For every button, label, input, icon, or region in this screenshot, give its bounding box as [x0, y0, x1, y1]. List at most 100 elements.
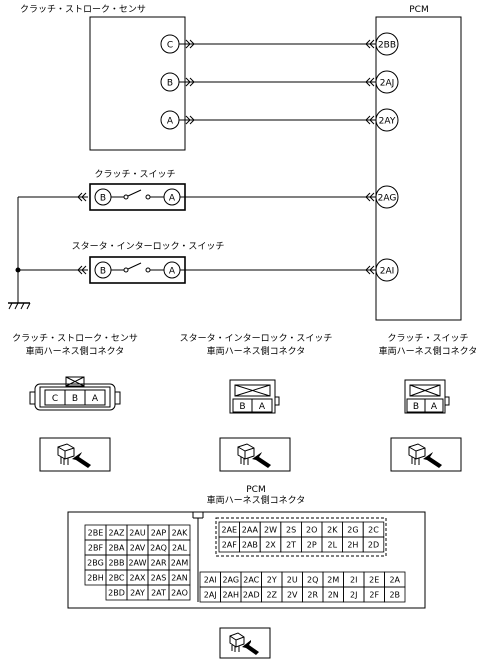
svg-text:A: A	[259, 402, 266, 412]
probe-view-icon	[39, 437, 111, 472]
pcm-terminal-label: 2AJ	[204, 591, 217, 600]
pcm-terminal-label: 2AR	[150, 559, 167, 568]
pcm-terminal-label: 2AK	[172, 529, 189, 538]
sensor-pin-c: C	[160, 34, 180, 54]
probe-view-icon	[219, 437, 291, 472]
svg-text:2BB: 2BB	[378, 41, 396, 51]
pcm-connector-label-1: PCM	[246, 485, 265, 495]
pcm-box	[375, 16, 462, 321]
pcm-terminal-label: 2AH	[222, 591, 239, 600]
pcm-terminal-label: 2AA	[242, 526, 259, 535]
pcm-terminal-label: 2J	[350, 591, 357, 600]
pcm-terminal-label: 2AX	[129, 574, 146, 583]
pcm-terminal-cell	[362, 536, 385, 553]
pcm-terminal-label: 2BB	[108, 559, 124, 568]
sensor-connector-face: C B A	[29, 376, 121, 411]
pcm-terminal-label: 2G	[347, 526, 358, 535]
pcm-terminal-label: 2X	[265, 541, 276, 550]
wire-clutch-switch	[180, 192, 376, 202]
pcm-terminal-label: 2AI	[204, 576, 217, 585]
pcm-terminal-label: 2D	[368, 541, 379, 550]
pcm-terminal-label: 2W	[264, 526, 277, 535]
pcm-terminal-label: 2BA	[108, 544, 125, 553]
pcm-terminal-label: 2AO	[171, 589, 188, 598]
clutch-switch-title: クラッチ・スイッチ	[94, 169, 175, 180]
pcm-terminal-label: 2Z	[266, 591, 277, 600]
pcm-terminal-label: 2T	[286, 541, 296, 550]
probe-view-icon	[390, 437, 462, 472]
sensor-pin-a: A	[160, 110, 180, 130]
sensor-title: クラッチ・ストローク・センサ	[20, 4, 146, 15]
pcm-terminal-label: 2M	[327, 576, 339, 585]
pcm-terminal-label: 2AQ	[150, 544, 167, 553]
pcm-connector-label-2: 車両ハーネス側コネクタ	[207, 494, 306, 506]
wire-sensor-a	[179, 115, 376, 125]
pcm-terminal-cell	[168, 584, 191, 601]
svg-text:2AY: 2AY	[379, 117, 396, 127]
pcm-pin-2ai: 2AI	[375, 258, 399, 282]
pcm-terminal-label: 2S	[286, 526, 296, 535]
svg-text:A: A	[92, 394, 99, 404]
starter-switch-title: スタータ・インターロック・スイッチ	[72, 241, 225, 252]
pcm-terminal-label: 2E	[369, 576, 379, 585]
pcm-terminal-label: 2AW	[128, 559, 146, 568]
pcm-terminal-label: 2V	[287, 591, 298, 600]
connector-2-label-1: スタータ・インターロック・スイッチ	[180, 333, 333, 344]
pcm-pin-2ag: 2AG	[375, 185, 399, 209]
pcm-terminal-label: 2B	[389, 591, 400, 600]
pcm-terminal-label: 2F	[369, 591, 379, 600]
pcm-terminal-label: 2AS	[151, 574, 167, 583]
svg-text:2AJ: 2AJ	[380, 79, 395, 89]
connector-3-label-2: 車両ハーネス側コネクタ	[379, 345, 478, 357]
pcm-terminal-label: 2N	[328, 591, 339, 600]
pcm-terminal-label: 2BD	[108, 589, 125, 598]
pcm-terminal-label: 2P	[307, 541, 317, 550]
pcm-pin-2aj: 2AJ	[375, 70, 399, 94]
connector-1-label-2: 車両ハーネス側コネクタ	[26, 345, 125, 357]
pcm-terminal-label: 2AL	[172, 544, 188, 553]
pcm-terminal-label: 2AF	[222, 541, 238, 550]
svg-text:C: C	[52, 394, 58, 404]
pcm-terminal-label: 2R	[307, 591, 318, 600]
pcm-terminal-label: 2I	[350, 576, 357, 585]
pcm-terminal-label: 2AG	[222, 576, 239, 585]
pcm-terminal-label: 2Y	[267, 576, 277, 585]
pcm-terminal-label: 2BH	[87, 574, 104, 583]
pcm-terminal-label: 2H	[347, 541, 358, 550]
svg-text:2AG: 2AG	[378, 194, 397, 204]
svg-text:C: C	[167, 41, 173, 51]
pcm-terminal-label: 2Q	[307, 576, 318, 585]
pcm-terminal-label: 2BC	[108, 574, 124, 583]
probe-view-icon	[219, 627, 271, 659]
svg-text:B: B	[100, 194, 106, 204]
starter-interlock-switch: B A	[89, 256, 186, 284]
ground-icon	[8, 302, 31, 310]
pcm-terminal-label: 2AE	[221, 526, 237, 535]
sensor-box	[89, 16, 186, 151]
pcm-terminal-label: 2O	[306, 526, 317, 535]
svg-text:B: B	[72, 394, 78, 404]
svg-text:A: A	[169, 194, 176, 204]
pcm-terminal-label: 2AD	[243, 591, 260, 600]
wire-sensor-c	[179, 39, 376, 49]
pcm-terminal-label: 2AZ	[108, 529, 125, 538]
pcm-terminal-label: 2AB	[242, 541, 258, 550]
pcm-terminal-label: 2K	[327, 526, 338, 535]
pcm-terminal-label: 2A	[389, 576, 400, 585]
pcm-pin-2ay: 2AY	[375, 108, 399, 132]
svg-text:A: A	[169, 267, 176, 277]
svg-text:B: B	[167, 79, 173, 89]
pcm-connector-face	[67, 511, 426, 609]
wire-starter-switch	[180, 265, 376, 275]
sensor-pin-b: B	[160, 72, 180, 92]
svg-text:2AI: 2AI	[380, 267, 395, 277]
pcm-title: PCM	[409, 5, 428, 15]
connector-1-label-1: クラッチ・ストローク・センサ	[12, 333, 138, 344]
pcm-terminal-label: 2BF	[88, 544, 104, 553]
pcm-terminal-label: 2AV	[130, 544, 146, 553]
pcm-terminal-label: 2AC	[243, 576, 259, 585]
